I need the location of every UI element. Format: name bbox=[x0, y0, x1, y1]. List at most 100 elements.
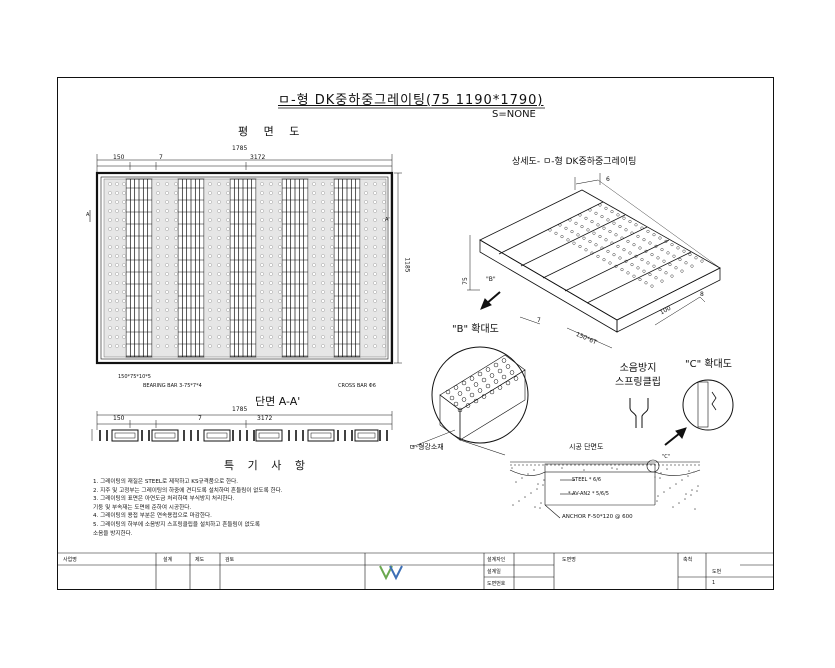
perforation bbox=[260, 263, 264, 267]
soil-grain bbox=[675, 483, 677, 485]
section-box-inner bbox=[206, 432, 228, 439]
iso-callout-arrow bbox=[480, 291, 501, 310]
perforation bbox=[217, 281, 221, 285]
iso-hole bbox=[656, 256, 660, 260]
perforation bbox=[208, 254, 212, 258]
perforation bbox=[269, 290, 273, 294]
tb-approve1: 설계자인 bbox=[487, 557, 506, 563]
perforation bbox=[156, 308, 160, 312]
perforation bbox=[108, 218, 112, 222]
soil-grain bbox=[696, 490, 698, 492]
soil-grain bbox=[539, 507, 541, 509]
iso-hole bbox=[700, 259, 704, 263]
perforation bbox=[174, 272, 178, 276]
perforation bbox=[278, 245, 282, 249]
perforation bbox=[373, 281, 377, 285]
perforation bbox=[364, 281, 368, 285]
perforation bbox=[174, 299, 178, 303]
iso-hole bbox=[646, 229, 650, 233]
perforation bbox=[165, 281, 169, 285]
iso-hole bbox=[654, 276, 658, 280]
perforation bbox=[312, 317, 316, 321]
perforation bbox=[174, 317, 178, 321]
perforation bbox=[373, 272, 377, 276]
plan-bearing-bar: BEARING BAR 3-75*7*4 bbox=[143, 383, 202, 389]
section-pitch-left: 150 bbox=[113, 415, 125, 422]
install-title: 시공 단면도 bbox=[569, 443, 604, 451]
iso-hole bbox=[570, 230, 574, 234]
drawing-scale: S=NONE bbox=[492, 109, 536, 120]
perforation bbox=[108, 290, 112, 294]
perforation bbox=[330, 281, 334, 285]
perforation bbox=[122, 245, 126, 249]
soil-grain bbox=[694, 508, 696, 510]
iso-hole bbox=[618, 224, 622, 228]
perforation bbox=[364, 227, 368, 231]
perforation bbox=[364, 254, 368, 258]
perforation bbox=[165, 299, 169, 303]
plan-pitch-top: 3172 bbox=[250, 154, 266, 161]
iso-hole bbox=[630, 263, 634, 267]
detail-b-perforations bbox=[445, 358, 519, 413]
perforation bbox=[217, 191, 221, 195]
perforation bbox=[312, 299, 316, 303]
iso-hole bbox=[684, 261, 688, 265]
iso-hole bbox=[568, 218, 572, 222]
detail-b-hole bbox=[473, 398, 479, 404]
perforation bbox=[115, 254, 119, 258]
perforation bbox=[330, 254, 334, 258]
iso-hole bbox=[584, 248, 588, 252]
perforation bbox=[330, 263, 334, 267]
notes-list: 1. 그레이팅의 재질은 STEEL로 제작하고 KS규격품으로 한다. 2. … bbox=[93, 478, 393, 538]
perforation bbox=[269, 245, 273, 249]
perforation bbox=[165, 290, 169, 294]
soil-grain bbox=[666, 468, 668, 470]
c-arrow bbox=[664, 427, 687, 446]
section-box bbox=[307, 429, 335, 442]
perforation bbox=[217, 272, 221, 276]
perforation bbox=[156, 218, 160, 222]
perforation bbox=[122, 299, 126, 303]
install-callout-c: "C" bbox=[662, 454, 671, 460]
detail-b-hole bbox=[461, 380, 467, 386]
iso-hole bbox=[604, 238, 608, 242]
spring-clip bbox=[629, 398, 649, 428]
plan-perforated-strips bbox=[103, 178, 387, 358]
perforation bbox=[217, 317, 221, 321]
section-box bbox=[151, 429, 179, 442]
perforation bbox=[226, 317, 230, 321]
detail-b-hole bbox=[505, 380, 511, 386]
iso-hole bbox=[602, 258, 606, 262]
perforation bbox=[321, 236, 325, 240]
perforation bbox=[330, 227, 334, 231]
soil-grain bbox=[660, 472, 662, 474]
perforation bbox=[122, 263, 126, 267]
section-box-inner bbox=[357, 432, 376, 439]
perforation bbox=[260, 335, 264, 339]
perforation bbox=[174, 281, 178, 285]
perforation bbox=[373, 326, 377, 330]
soil-grain bbox=[687, 475, 689, 477]
perforated-strip bbox=[307, 178, 335, 358]
detail-b-hole bbox=[457, 407, 463, 413]
perforation bbox=[108, 209, 112, 213]
perforation bbox=[115, 227, 119, 231]
soil-grain bbox=[678, 502, 680, 504]
iso-hole bbox=[620, 236, 624, 240]
perforation bbox=[208, 272, 212, 276]
perforation bbox=[269, 272, 273, 276]
detail-b-hole bbox=[469, 392, 475, 398]
perforation bbox=[312, 290, 316, 294]
perforation bbox=[312, 191, 316, 195]
perforation bbox=[115, 263, 119, 267]
perforation bbox=[260, 299, 264, 303]
perforation bbox=[269, 227, 273, 231]
perforation bbox=[226, 281, 230, 285]
soil-grain bbox=[515, 481, 517, 483]
soil-grain bbox=[524, 496, 526, 498]
soil-grain bbox=[654, 476, 656, 478]
detail-b bbox=[411, 346, 529, 456]
perforation bbox=[115, 344, 119, 348]
perforation bbox=[278, 326, 282, 330]
perforation bbox=[330, 245, 334, 249]
